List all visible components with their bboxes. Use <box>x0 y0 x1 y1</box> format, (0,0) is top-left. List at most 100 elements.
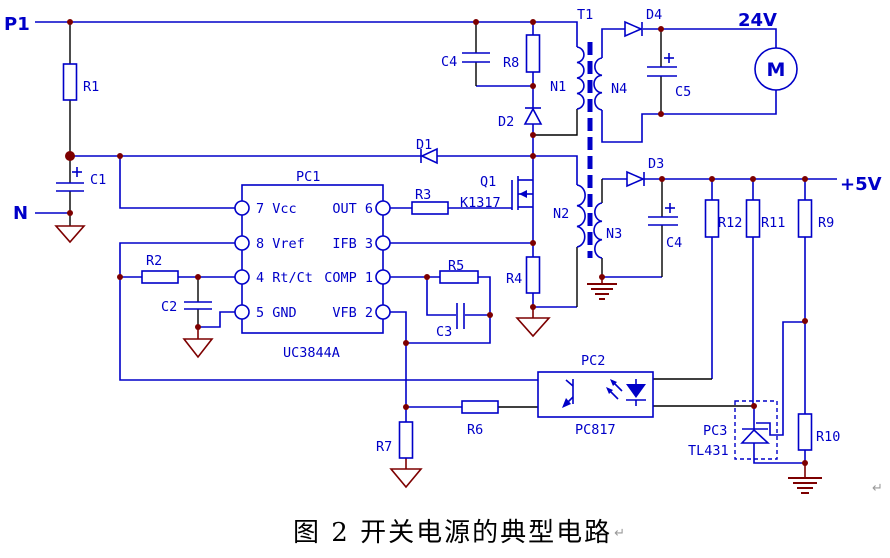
c2-label: C2 <box>161 299 177 315</box>
capacitor-c5 <box>647 53 677 77</box>
capacitor-c3 <box>456 303 465 329</box>
r4-label: R4 <box>506 271 522 287</box>
ground-c2 <box>182 338 214 359</box>
pin-5-gnd <box>234 304 250 320</box>
resistor-r6 <box>461 400 499 414</box>
ground-r4 <box>515 317 551 338</box>
ground-c1 <box>54 225 86 244</box>
c4-snubber-label: C4 <box>441 54 457 70</box>
terminal-p1-label: P1 <box>4 14 30 35</box>
diode-d1 <box>420 147 438 165</box>
winding-n1 <box>576 46 585 110</box>
pin-label-comp: COMP 1 <box>324 270 373 286</box>
opto-led <box>626 384 646 398</box>
optocoupler-pc2-pc817 <box>537 371 654 418</box>
resistor-r8 <box>525 34 541 73</box>
r7-label: R7 <box>376 439 392 455</box>
pin-label-out: OUT 6 <box>332 201 373 217</box>
resistor-r4 <box>525 256 541 294</box>
transformer-t1 <box>576 42 603 259</box>
resistor-r5 <box>439 270 479 284</box>
r11-label: R11 <box>761 215 785 231</box>
c4-output-label: C4 <box>666 235 682 251</box>
c1-label: C1 <box>90 172 106 188</box>
d3-label: D3 <box>648 156 664 172</box>
led-light-arrow-2 <box>606 387 613 394</box>
pin-label-vref: 8 Vref <box>256 236 305 252</box>
resistor-r10 <box>797 413 813 451</box>
pin-6-out <box>375 200 391 216</box>
pc3-part-label: TL431 <box>688 443 729 459</box>
ic-pc1-uc3844a: 7 Vcc 8 Vref 4 Rt/Ct 5 GND OUT 6 IFB 3 C… <box>234 184 391 334</box>
n2-label: N2 <box>553 206 569 222</box>
rail-5v-label: +5V <box>840 174 882 195</box>
r9-label: R9 <box>818 215 834 231</box>
q1-label: Q1 <box>480 174 496 190</box>
rail-24v-label: 24V <box>738 10 777 31</box>
d2-label: D2 <box>498 114 514 130</box>
wires-blue <box>35 21 837 464</box>
q1-part-label: K1317 <box>460 195 501 211</box>
pin-label-rtct: 4 Rt/Ct <box>256 270 313 286</box>
resistor-r9 <box>797 199 813 238</box>
pc1-part-label: UC3844A <box>283 345 340 361</box>
pc2-part-label: PC817 <box>575 422 616 438</box>
terminal-n-label: N <box>13 203 28 224</box>
capacitor-c4-snubber <box>462 52 490 63</box>
resistor-r12 <box>704 199 720 238</box>
caption-return-mark: ↵ <box>614 526 625 541</box>
ground-n3 <box>587 283 617 300</box>
motor: M <box>754 47 798 91</box>
opto-emitter-arrow <box>562 398 571 408</box>
r12-label: R12 <box>718 215 742 231</box>
pin-label-vcc: 7 Vcc <box>256 201 297 217</box>
resistor-r1 <box>62 63 78 101</box>
diode-d3 <box>626 170 645 188</box>
pin-label-vfb: VFB 2 <box>332 305 373 321</box>
diode-d4 <box>624 20 643 38</box>
mosfet-q1 <box>511 176 533 210</box>
pin-label-gnd: 5 GND <box>256 305 297 321</box>
capacitor-c4-output <box>648 203 678 226</box>
mosfet-arrow <box>519 190 527 198</box>
ground-r7 <box>389 468 423 489</box>
pc1-label: PC1 <box>296 169 320 185</box>
r2-label: R2 <box>146 253 162 269</box>
resistor-r11 <box>745 199 761 238</box>
pc3-dashed-box <box>734 400 778 460</box>
r5-label: R5 <box>448 258 464 274</box>
winding-n2 <box>576 184 586 248</box>
resistor-r7 <box>398 421 414 459</box>
winding-n4 <box>593 57 603 111</box>
capacitor-c2 <box>184 301 212 310</box>
tl431-triangle <box>740 428 771 444</box>
figure-caption: 图 2 开关电源的典型电路↵ <box>293 512 625 549</box>
r10-label: R10 <box>816 429 840 445</box>
pin-3-ifb <box>375 235 391 251</box>
pc3-label: PC3 <box>703 423 727 439</box>
labels: P1 N 24V +5V T1 N1 N2 N3 N4 R1 R2 R3 R4 … <box>4 7 882 459</box>
motor-label: M <box>767 59 786 81</box>
t1-label: T1 <box>577 7 593 23</box>
pin-4-rtct <box>234 269 250 285</box>
r6-label: R6 <box>467 422 483 438</box>
pin-7-vcc <box>234 200 250 216</box>
pin-8-vref <box>234 235 250 251</box>
winding-n3 <box>593 202 603 259</box>
resistor-r3 <box>411 201 449 215</box>
ground-r10 <box>788 477 822 494</box>
pin-2-vfb <box>375 304 391 320</box>
pc2-label: PC2 <box>581 353 605 369</box>
c5-label: C5 <box>675 84 691 100</box>
r1-label: R1 <box>83 79 99 95</box>
shunt-regulator-pc3-tl431 <box>734 400 778 460</box>
d4-label: D4 <box>646 7 662 23</box>
resistor-r2 <box>141 270 179 284</box>
caption-text: 图 2 开关电源的典型电路 <box>293 518 613 548</box>
n3-label: N3 <box>606 226 622 242</box>
junction-dots <box>65 19 808 466</box>
pin-1-comp <box>375 269 391 285</box>
r8-label: R8 <box>503 55 519 71</box>
